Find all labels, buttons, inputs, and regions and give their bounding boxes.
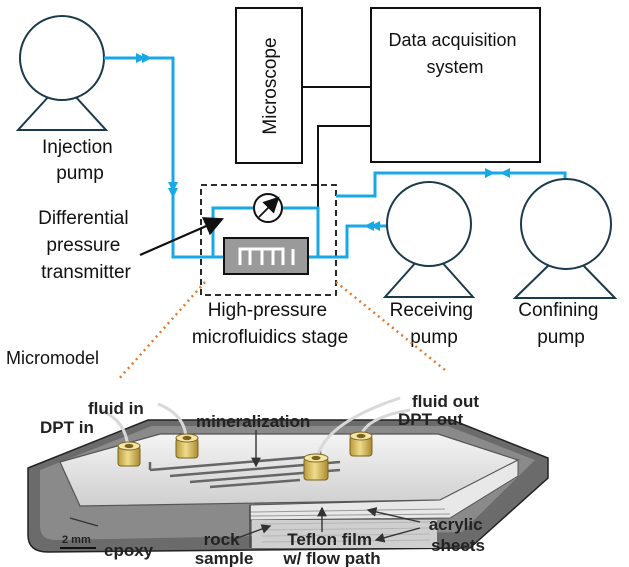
acrylic-sheets-label: acrylic sheets — [429, 515, 488, 555]
receiving-pump-label: Receiving pump — [390, 300, 479, 348]
teflon-film-label: Teflon film w/ flow path — [282, 530, 380, 567]
dpt-pointer — [139, 217, 225, 257]
flow-arrows — [136, 53, 510, 231]
micromodel-chip — [223, 237, 309, 275]
pressure-gauge-icon — [253, 193, 283, 223]
data-acquisition-box — [370, 7, 541, 163]
dpt-out-label: DPT out — [398, 410, 463, 429]
rock-sample-label: rock sample — [195, 530, 254, 567]
injection-pump — [15, 15, 109, 131]
dpt-in-label: DPT in — [40, 418, 94, 437]
mineralization-label: mineralization — [196, 412, 310, 431]
stage-label: High-pressure microfluidics stage — [192, 300, 348, 348]
micromodel-callouts: fluid in DPT in mineralization fluid out… — [40, 392, 488, 567]
receiving-pump — [382, 181, 476, 298]
microscope-box — [235, 7, 303, 164]
flow-lines — [104, 56, 567, 259]
fluid-in-label: fluid in — [88, 399, 144, 418]
data-acquisition-label: Data acquisition system — [388, 30, 521, 77]
confining-pump-label: Confining pump — [518, 300, 604, 348]
injection-pump-label: Injection pump — [42, 137, 118, 184]
callout-line-left — [117, 281, 206, 381]
high-pressure-stage-box — [200, 184, 337, 296]
microscope-label: Microscope — [260, 37, 281, 134]
scale-label: 2 mm — [62, 534, 91, 546]
confining-pump — [512, 178, 618, 299]
dpt-daq-link — [317, 125, 371, 208]
fluid-out-label: fluid out — [412, 392, 479, 411]
micromodel-illustration — [27, 396, 549, 553]
dpt-label: Differential pressure transmitter — [38, 208, 134, 283]
micromodel-label: Micromodel — [6, 348, 99, 368]
epoxy-label: epoxy — [104, 541, 154, 560]
